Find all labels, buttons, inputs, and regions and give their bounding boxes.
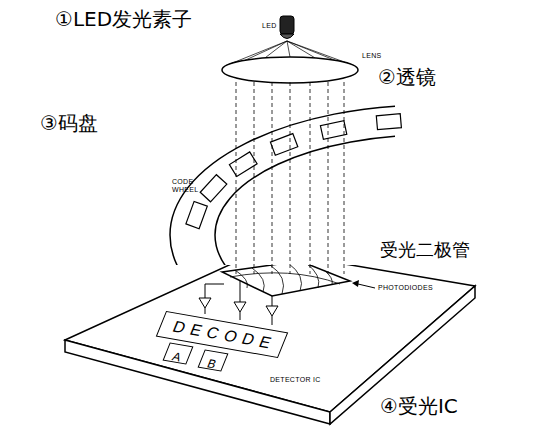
wheel-slit xyxy=(229,152,257,177)
part-name: DETECTOR IC xyxy=(270,376,321,384)
light-beams xyxy=(236,82,344,274)
photodiode-array xyxy=(222,261,350,296)
ic-side-face xyxy=(65,340,330,424)
part-name: LED xyxy=(262,22,277,30)
leader-arrowhead xyxy=(352,280,359,287)
box-text: B xyxy=(205,357,217,370)
wheel-slit xyxy=(376,114,401,130)
light-ray xyxy=(265,41,287,58)
part-name: PHOTODIODES xyxy=(378,284,433,292)
led-dome xyxy=(280,34,294,39)
wheel-slit xyxy=(186,201,207,228)
light-beam xyxy=(290,82,291,274)
led-body xyxy=(280,16,294,34)
light-beam xyxy=(272,82,273,274)
wheel-slit xyxy=(270,134,297,156)
part-name: LENS xyxy=(362,52,382,60)
ic-side-face xyxy=(330,286,475,424)
lens xyxy=(222,57,358,83)
ic-top-face xyxy=(65,250,475,412)
photodiode-segments xyxy=(230,263,340,294)
wheel-slits xyxy=(186,114,402,229)
part-name: CODE WHEEL xyxy=(172,178,200,193)
light-ray xyxy=(287,41,290,57)
code-wheel xyxy=(170,105,395,265)
leader-line xyxy=(358,284,375,288)
callout-label: ①LED发光素子 xyxy=(55,8,192,30)
callout-label: ②透镜 xyxy=(378,66,436,88)
callout-label: 受光二极管 xyxy=(380,240,470,260)
light-beam xyxy=(310,82,311,274)
light-beam xyxy=(254,82,255,274)
callout-label: ③码盘 xyxy=(40,112,98,134)
light-beam xyxy=(344,82,345,274)
box-text: A xyxy=(170,350,182,363)
wheel-slit xyxy=(200,175,227,202)
light-beam xyxy=(236,82,237,274)
light-beam xyxy=(328,82,329,274)
wheel-slit xyxy=(320,121,346,140)
callout-label: ④受光IC xyxy=(380,395,458,417)
